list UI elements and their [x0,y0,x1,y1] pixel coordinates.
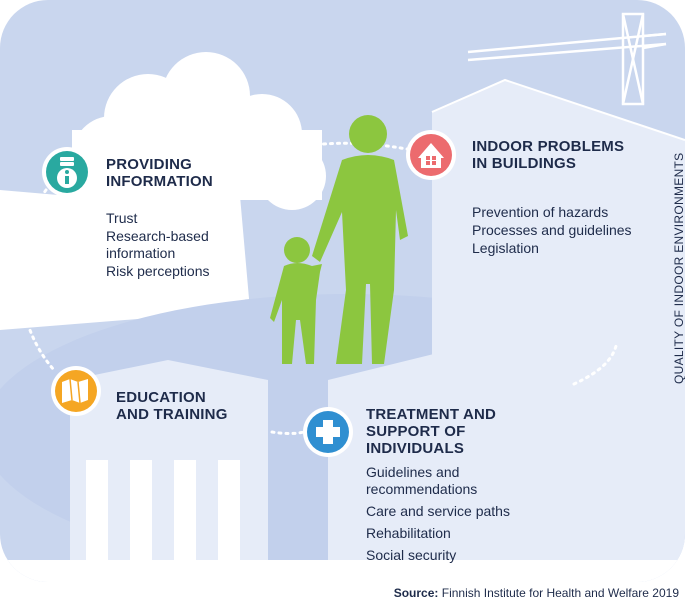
parent-child-figure [270,115,408,364]
map-icon [51,366,101,416]
center-building [328,350,572,582]
indoor-problems-heading: INDOOR PROBLEMS IN BUILDINGS [472,138,625,172]
source-label: Source: [393,586,439,600]
side-label: QUALITY OF INDOOR ENVIRONMENTS [672,152,685,384]
list-item: Guidelines and recommendations [366,464,478,497]
indoor-problems-list: Prevention of hazards Processes and guid… [472,204,632,258]
medical-cross-icon [303,407,353,457]
list-item: Legislation [472,240,539,256]
cloud [72,52,326,210]
providing-information-list: Trust Research-based information Risk pe… [106,210,266,281]
education-training-heading: EDUCATION AND TRAINING [116,389,228,423]
list-item: Risk perceptions [106,263,210,279]
treatment-support-heading: TREATMENT AND SUPPORT OF INDIVIDUALS [366,406,497,457]
lightbulb-info-icon [42,147,92,197]
providing-information-heading: PROVIDING INFORMATION [106,156,213,190]
list-item: Social security [366,547,457,563]
list-item: Research-based information [106,228,209,261]
source-credit: Source: Finnish Institute for Health and… [394,586,679,600]
crane [467,12,667,106]
house-icon [406,130,456,180]
list-item: Trust [106,210,138,226]
list-item: Rehabilitation [366,525,451,541]
dotted-path [18,141,618,435]
list-item: Processes and guidelines [472,222,632,238]
treatment-support-list: Guidelines and recommendations Care and … [366,464,526,569]
list-item: Prevention of hazards [472,204,609,220]
list-item: Care and service paths [366,503,510,519]
source-text: Finnish Institute for Health and Welfare… [438,586,679,600]
